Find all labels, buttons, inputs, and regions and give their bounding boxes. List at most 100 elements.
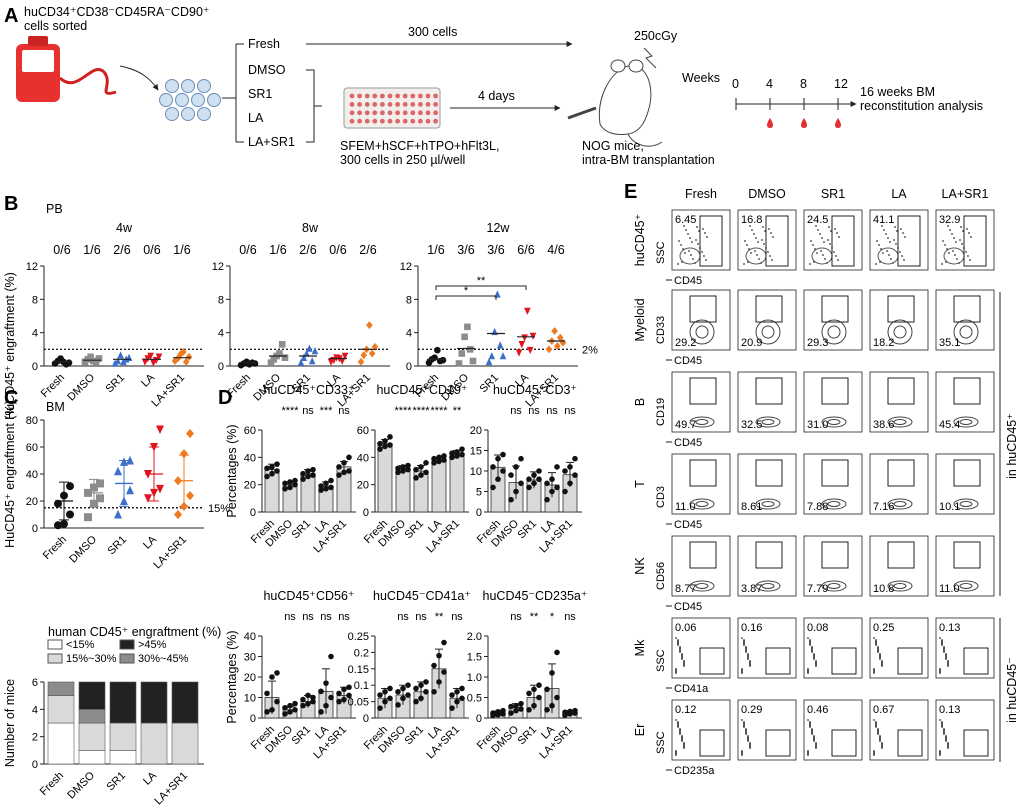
- flow-event: [688, 250, 690, 252]
- flow-contour: [893, 419, 907, 425]
- flow-event: [741, 750, 743, 752]
- flow-event: [947, 660, 949, 662]
- data-point: [171, 357, 179, 365]
- flow-event: [947, 225, 949, 227]
- flow-gate: [953, 377, 981, 405]
- blood-drop-icon: [835, 118, 841, 128]
- flow-plot: 35.1: [935, 289, 995, 351]
- y-axis-label: Percentages (%): [225, 424, 239, 517]
- data-point: [357, 357, 365, 366]
- y-tick-label: 0: [32, 523, 38, 535]
- data-point: [156, 425, 164, 435]
- flow-event: [749, 225, 751, 227]
- flow-event: [830, 230, 832, 232]
- stack-segment: [47, 722, 75, 765]
- well-icon: [380, 102, 385, 107]
- flow-event: [822, 254, 824, 256]
- sig-bracket: [435, 295, 497, 300]
- y-tick-label: 10: [470, 466, 482, 478]
- data-point: [96, 494, 104, 503]
- data-point: [382, 443, 388, 450]
- data-point: [84, 513, 92, 522]
- data-point: [423, 679, 429, 685]
- flow-gate-value: 7.16: [873, 501, 894, 513]
- flow-contour: [827, 583, 841, 589]
- data-point: [490, 484, 496, 491]
- flow-gate: [699, 729, 725, 757]
- well-icon: [395, 93, 400, 99]
- fraction-label: 2/6: [299, 243, 316, 257]
- stack-segment: [78, 750, 106, 765]
- data-point: [526, 690, 532, 697]
- flow-event: [753, 233, 755, 235]
- data-point: [323, 485, 329, 492]
- flow-event: [704, 232, 706, 234]
- flow-contour: [893, 325, 907, 339]
- well-icon: [395, 110, 400, 116]
- x-tick-label: LA: [141, 769, 159, 787]
- flow-event: [970, 236, 972, 238]
- flow-gate-value: 0.46: [807, 704, 828, 716]
- well-icon: [387, 110, 393, 116]
- y-tick-label: 2: [32, 732, 38, 744]
- data-point: [508, 496, 514, 503]
- flow-event: [903, 259, 905, 261]
- sorted-population-label: huCD34⁺CD38⁻CD45RA⁻CD90⁺: [24, 5, 210, 19]
- data-point: [434, 346, 441, 354]
- flow-contour: [755, 319, 781, 345]
- timepoint-label: 12w: [487, 221, 511, 235]
- stack-title: human CD45⁺ engraftment (%): [48, 625, 221, 639]
- flow-contour: [695, 419, 709, 425]
- flow-plot: 29.2: [671, 289, 731, 351]
- flow-contour: [953, 580, 979, 592]
- fraction-label: 2/6: [113, 243, 130, 257]
- flow-event: [837, 259, 839, 261]
- panel-label-a: A: [4, 5, 18, 27]
- data-point: [269, 470, 275, 477]
- flow-event: [754, 250, 756, 252]
- flow-y-axis-label: SSC: [655, 649, 667, 672]
- data-point: [65, 359, 73, 366]
- flow-event: [838, 236, 840, 238]
- data-point: [338, 357, 346, 365]
- y-tick-label: 8: [406, 294, 412, 306]
- flow-gate-value: 0.08: [807, 622, 828, 634]
- flow-x-axis-label: CD45: [674, 437, 702, 449]
- flow-plot: 18.2: [869, 289, 929, 351]
- data-point: [449, 692, 455, 698]
- bar: [449, 452, 465, 513]
- flow-plot: 0.46: [803, 699, 863, 761]
- y-axis-label: HuCD45⁺ engraftment (%): [3, 272, 17, 420]
- flow-event: [807, 750, 809, 752]
- flow-contour: [893, 501, 907, 507]
- flow-event: [749, 742, 751, 744]
- timepoint-label: 8w: [302, 221, 319, 235]
- well-icon: [433, 110, 438, 116]
- data-point: [495, 476, 501, 483]
- well-icon: [372, 110, 378, 116]
- stack-segment: [109, 750, 137, 765]
- flow-contour: [893, 583, 907, 589]
- data-point: [413, 466, 419, 473]
- sig-label: ns: [451, 611, 463, 623]
- data-point: [336, 690, 342, 697]
- condition-label: LA+SR1: [248, 135, 295, 149]
- flow-plot: 45.4: [935, 371, 995, 433]
- flow-plot-frame: [671, 371, 731, 433]
- data-point: [485, 357, 493, 366]
- fraction-label: 1/6: [269, 243, 286, 257]
- blood-bag-icon: [16, 36, 117, 102]
- data-point: [305, 700, 311, 707]
- data-point: [267, 359, 275, 366]
- well-icon: [349, 110, 355, 116]
- data-point: [526, 476, 532, 483]
- flow-event: [769, 255, 771, 257]
- data-point: [377, 692, 383, 698]
- legend-swatch: [47, 653, 63, 664]
- data-point: [318, 483, 324, 489]
- y-tick-label: 0: [406, 361, 412, 373]
- data-point: [508, 710, 514, 716]
- data-point: [150, 488, 158, 498]
- flow-event: [683, 742, 685, 744]
